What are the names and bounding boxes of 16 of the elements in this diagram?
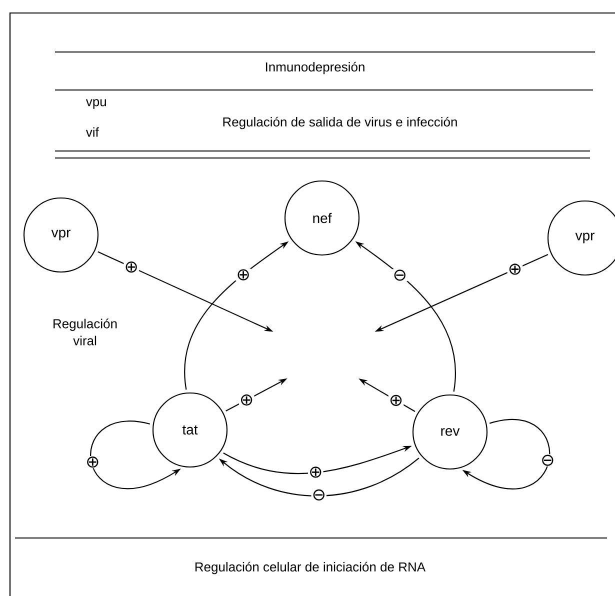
sign-label: ⊕ bbox=[85, 456, 100, 468]
sign-label: ⊖ bbox=[540, 454, 556, 466]
sign-label: ⊕ bbox=[124, 260, 139, 274]
sign-label: ⊕ bbox=[308, 466, 324, 478]
gene-label: vif bbox=[86, 127, 99, 137]
sign-label: ⊕ bbox=[236, 268, 251, 281]
section-text: Regulación de salida de virus e infección bbox=[223, 116, 457, 130]
sign-label: ⊖ bbox=[311, 488, 327, 502]
sign-label: ⊕ bbox=[388, 394, 404, 406]
section-text: Regulación celular de iniciación de RNA bbox=[195, 562, 426, 574]
sign-label: ⊖ bbox=[392, 269, 408, 282]
sign-label: ⊕ bbox=[238, 394, 254, 406]
sign-label: ⊕ bbox=[507, 263, 523, 276]
section-text: Regulación viral bbox=[54, 318, 117, 346]
heading-text: Inmunodepresión bbox=[266, 62, 364, 74]
gene-label: vpu bbox=[86, 99, 106, 109]
